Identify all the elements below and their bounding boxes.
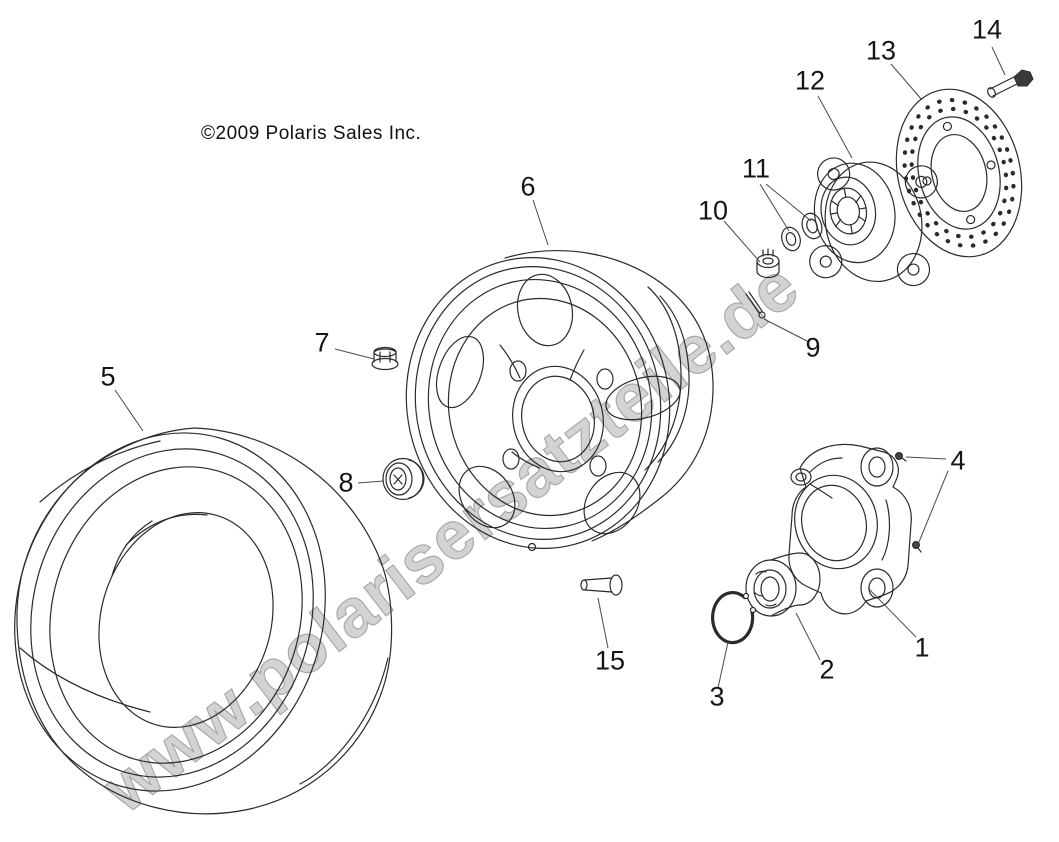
disc-bolt-drawing — [986, 70, 1033, 99]
callout-label-12: 12 — [794, 65, 826, 96]
snap-ring-drawing — [713, 593, 756, 643]
callout-label-1: 1 — [914, 632, 930, 663]
callout-label-13: 13 — [865, 35, 897, 66]
callout-label-4: 4 — [950, 445, 966, 476]
pin-drawing — [581, 575, 622, 595]
callout-label-14: 14 — [971, 14, 1003, 45]
cotter-pin-drawing — [746, 292, 765, 318]
callout-label-11: 11 — [741, 153, 771, 184]
hub-drawing — [792, 141, 954, 303]
callout-label-3: 3 — [709, 681, 725, 712]
cap-drawing — [383, 459, 424, 500]
knuckle-drawing — [785, 444, 911, 613]
wheel-rim-drawing — [380, 233, 714, 573]
callout-label-10: 10 — [697, 195, 729, 226]
callout-label-15: 15 — [594, 645, 626, 676]
screws-drawing — [896, 453, 922, 553]
callout-label-8: 8 — [338, 467, 354, 498]
lug-nut-drawing — [372, 348, 398, 370]
callout-label-5: 5 — [100, 361, 116, 392]
callout-label-6: 6 — [520, 171, 536, 202]
copyright-text: ©2009 Polaris Sales Inc. — [201, 123, 422, 144]
brake-disc-drawing — [879, 76, 1039, 270]
leader-lines — [115, 47, 1005, 688]
callout-label-9: 9 — [805, 332, 821, 363]
tire-drawing — [0, 396, 392, 828]
callout-label-7: 7 — [314, 327, 330, 358]
callout-label-2: 2 — [819, 654, 835, 685]
bearing-drawing — [746, 553, 820, 616]
castle-nut-drawing — [757, 249, 779, 278]
